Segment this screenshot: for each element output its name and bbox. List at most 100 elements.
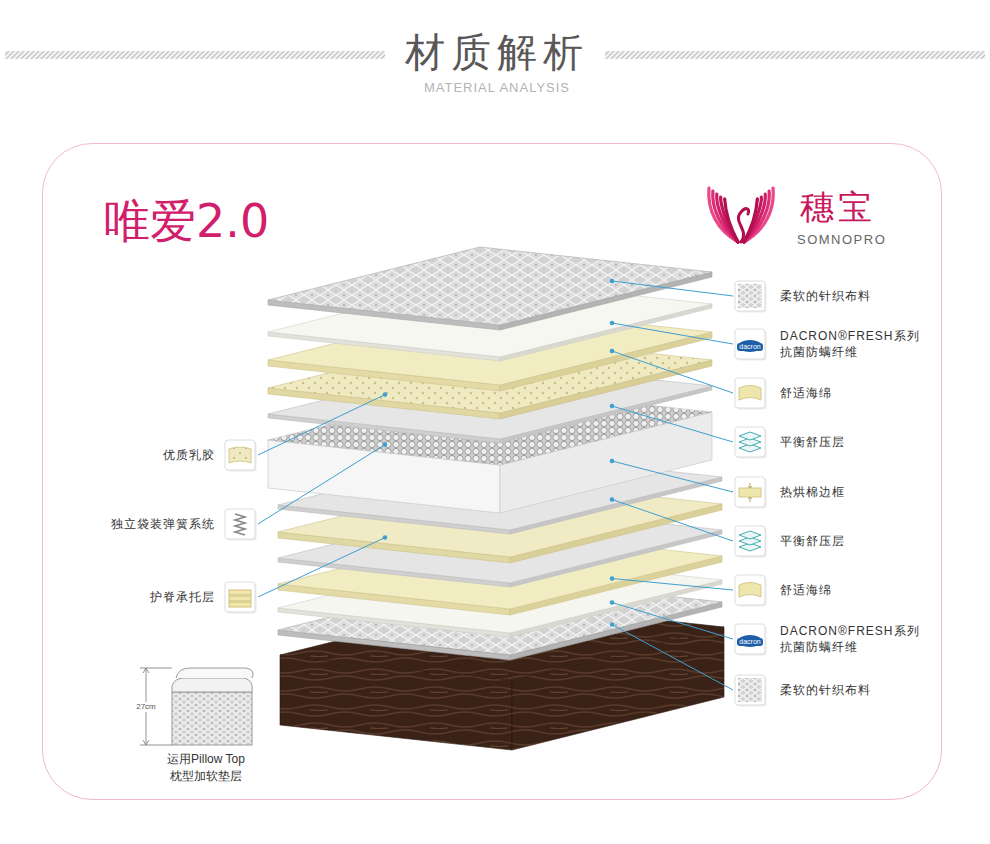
part-label: 柔软的针织布料 [780,683,871,697]
pillow-top [176,668,253,678]
sponge-icon [735,575,767,607]
leader-line [612,323,733,344]
knit-icon [735,675,767,707]
part-label: DACRON®FRESH系列 抗菌防螨纤维 [780,623,955,655]
spine-icon [225,582,257,614]
part-label: 热烘棉边框 [780,485,845,499]
brand-name: 穗宝 [800,187,876,228]
icon-sheet [739,432,761,440]
leader-line [258,445,385,524]
leader-line [258,395,385,455]
leader-dot [610,600,615,605]
leader-line [612,603,733,640]
icon-tile [735,477,765,507]
leader-dot [383,535,388,540]
logo-feather [744,197,761,242]
icon-coil [235,514,245,535]
logo-feather [725,199,738,242]
icon-frame [739,488,761,497]
brand-latin: SOMNOPRO [797,232,886,248]
icon-slab [229,590,251,595]
mattress-profile [172,692,252,745]
part-label: 护脊承托层 [150,590,215,604]
icon-tile [735,427,765,457]
leader-dot [610,321,615,326]
icon-tile [225,509,255,539]
logo-feather [709,188,738,242]
part-label: 平衡舒压层 [780,534,845,548]
latex-icon [225,440,257,472]
dimension-label: 27cm [135,702,157,712]
frame-icon [735,477,767,509]
leader-dot [610,459,615,464]
icon-fabric [738,284,762,308]
part-label: DACRON®FRESH系列 抗菌防螨纤维 [780,328,955,360]
leader-line [612,406,733,442]
sponge-icon [735,378,767,410]
icon-logo-text: dacron [737,638,762,646]
title-rule [605,51,985,59]
leader-line [258,538,385,597]
part-label: 柔软的针织布料 [780,289,871,303]
icon-tile [735,329,765,359]
leader-line [612,579,733,591]
dacron-icon [735,624,767,656]
icon-sheet [739,531,761,539]
page-title: 材质解析 [405,28,589,76]
icon-tile [735,575,765,605]
product-name: 唯爱2.0 [104,194,269,249]
layer-top [268,247,712,325]
logo-feather [721,197,738,242]
leader-line [612,500,733,542]
icon-tile [735,378,765,408]
knit-cover-layer [268,247,712,330]
icon-slab [229,602,251,607]
part-label: 舒适海绵 [780,386,832,400]
logo-feather [713,191,738,242]
part-label: 平衡舒压层 [780,435,845,449]
icon-shadow [737,283,767,313]
balance-icon [735,427,767,459]
icon-sponge [739,386,761,401]
icon-fabric [738,678,762,702]
logo-feather [744,199,757,242]
logo-feather [744,191,769,242]
icon-latex [229,447,251,463]
title-rule [5,51,385,59]
icon-tile [735,675,765,705]
leader-dot [610,576,615,581]
subtitle: MATERIAL ANALYSIS [424,80,570,96]
icon-sponge [739,583,761,598]
balance-icon [735,526,767,558]
icon-badge [738,340,762,352]
part-label: 独立袋装弹簧系统 [111,517,215,531]
caption-note: 运用Pillow Top 枕型加软垫层 [156,751,256,785]
part-label: 舒适海绵 [780,583,832,597]
pillow-top-sketch [140,668,253,745]
spring-icon [225,509,257,541]
icon-tile [735,624,765,654]
leader-line [612,281,733,296]
brand-logo [709,188,774,242]
logo-feather [744,194,765,242]
part-label: 优质乳胶 [163,448,215,462]
logo-feather [717,194,738,242]
icon-tile [735,281,765,311]
dacron-icon [735,329,767,361]
leader-dot [610,279,615,284]
icon-logo-text: dacron [737,343,762,351]
icon-tile [225,582,255,612]
leader-line [612,461,733,492]
leader-dot [383,442,388,447]
icon-arrow [748,483,752,502]
pillow-top [172,678,253,692]
leader-line [612,625,733,691]
leader-dot [610,497,615,502]
leader-dot [610,404,615,409]
icon-badge [738,635,762,647]
leader-dot [383,392,388,397]
logo-swan [738,209,748,242]
leader-dot [610,622,615,627]
